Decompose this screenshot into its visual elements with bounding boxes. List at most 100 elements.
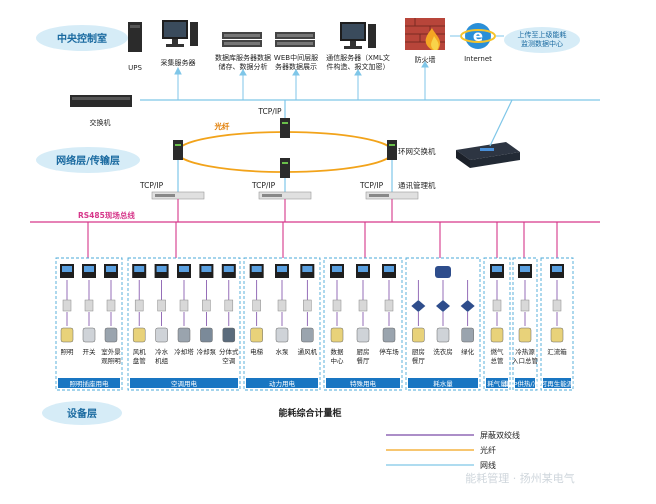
sub-meter-icon bbox=[492, 299, 502, 312]
upload-label-2: 监测数据中心 bbox=[521, 39, 563, 48]
valve-icon bbox=[411, 300, 426, 312]
legend-shielded-label: 屏蔽双绞线 bbox=[480, 430, 520, 440]
equipment-label: 室外景 bbox=[101, 347, 121, 356]
upload-label-1: 上传至上级能耗 bbox=[518, 30, 567, 39]
equipment-label: 总管 bbox=[491, 356, 505, 365]
equipment-label: 照明 bbox=[61, 348, 75, 356]
group-label-bar bbox=[58, 378, 120, 388]
equipment-icon bbox=[412, 327, 425, 343]
equipment-label: 空调 bbox=[222, 356, 235, 365]
equipment-icon bbox=[356, 327, 370, 343]
device-group-2: 电梯水泵通风机动力用电 bbox=[246, 264, 318, 388]
equipment-label: 电梯 bbox=[250, 347, 264, 356]
group-label-bar bbox=[326, 378, 400, 388]
sub-meter-icon bbox=[202, 299, 211, 312]
sub-meter-icon bbox=[157, 299, 166, 312]
fiber-ring-label: 光纤 bbox=[214, 121, 230, 131]
equipment-icon bbox=[132, 327, 146, 343]
equipment-label: 风机 bbox=[133, 347, 147, 356]
sub-meter-icon bbox=[106, 299, 116, 312]
web-server-label-2: 务器数据展示 bbox=[275, 62, 317, 71]
comm-server-label-2: 件构造、报文加密） bbox=[327, 62, 390, 71]
collector-server-icon bbox=[162, 20, 198, 47]
tcpip-left-label: TCP/IP bbox=[139, 181, 164, 190]
central-layer-label: 中央控制室 bbox=[57, 32, 107, 45]
device-items: 照明开关室外景观照明照明插座用电风机盘管冷水机组冷却塔冷却泵分体式空调空调用电电… bbox=[58, 264, 574, 388]
device-cabinet-title: 能耗综合计量柜 bbox=[278, 407, 341, 419]
network-layer-label: 网络层/传输层 bbox=[56, 154, 120, 167]
sub-meter-icon bbox=[84, 299, 94, 312]
equipment-label: 汇流箱 bbox=[547, 347, 567, 356]
ring-switch-label: 环网交换机 bbox=[398, 146, 436, 156]
equipment-label: 中心 bbox=[331, 356, 345, 365]
group-label: 集中供热/冷热 bbox=[504, 379, 546, 388]
equipment-icon bbox=[82, 327, 96, 343]
equipment-label: 水泵 bbox=[276, 347, 290, 356]
tcpip-mid-label: TCP/IP bbox=[251, 181, 276, 190]
equipment-label: 冷水 bbox=[155, 347, 169, 356]
upload-badge: 上传至上级能耗 监测数据中心 bbox=[504, 27, 580, 53]
equipment-label: 厨房 bbox=[412, 347, 425, 356]
equipment-icon bbox=[330, 327, 344, 343]
comm-manager-label: 通讯管理机 bbox=[398, 180, 436, 190]
water-meter-icon bbox=[435, 266, 451, 278]
firewall-icon bbox=[405, 18, 445, 50]
network-hub-icon bbox=[456, 142, 520, 168]
sub-meter-icon bbox=[224, 299, 234, 312]
internet-label: Internet bbox=[464, 55, 492, 63]
db-server-label-2: 储存、数据分析 bbox=[219, 62, 268, 71]
device-group-0: 照明开关室外景观照明照明插座用电 bbox=[58, 264, 121, 388]
switch-label: 交换机 bbox=[90, 118, 111, 127]
equipment-label: 燃气 bbox=[491, 347, 505, 356]
hub-uplink-line bbox=[489, 99, 513, 147]
group-label: 空调用电 bbox=[171, 379, 198, 388]
sub-meter-icon bbox=[384, 299, 394, 312]
sub-meter-icon bbox=[179, 299, 189, 312]
equipment-label: 绿化 bbox=[461, 347, 475, 356]
equipment-label: 分体式 bbox=[219, 347, 239, 356]
watermark-text: 能耗管理 · 扬州某电气 bbox=[465, 471, 575, 485]
equipment-icon bbox=[60, 327, 74, 343]
sub-meter-icon bbox=[62, 299, 72, 312]
ring-switch-top-icon bbox=[280, 118, 290, 138]
sub-meter-icon bbox=[134, 299, 144, 312]
web-server-icon bbox=[275, 32, 315, 47]
collector-server-label: 采集服务器 bbox=[161, 58, 196, 67]
firewall-label: 防火墙 bbox=[415, 55, 436, 64]
device-group-4: 厨房餐厅洗衣房绿化耗水量 bbox=[408, 266, 478, 388]
sub-meter-icon bbox=[358, 299, 368, 312]
equipment-icon bbox=[177, 327, 191, 343]
tcpip-top-label: TCP/IP bbox=[257, 107, 282, 116]
equipment-icon bbox=[382, 327, 396, 343]
equipment-icon bbox=[518, 327, 532, 343]
gateway-right-icon bbox=[365, 191, 419, 200]
equipment-label: 冷却塔 bbox=[174, 347, 194, 356]
comm-server-icon bbox=[340, 22, 376, 49]
equipment-icon bbox=[550, 327, 564, 343]
device-group-1: 风机盘管冷水机组冷却塔冷却泵分体式空调空调用电 bbox=[130, 264, 239, 388]
group-label-bar bbox=[408, 378, 478, 388]
equipment-icon bbox=[200, 327, 213, 343]
tcpip-right-label: TCP/IP bbox=[359, 181, 384, 190]
equipment-label: 洗衣房 bbox=[433, 347, 453, 356]
equipment-label: 通风机 bbox=[298, 347, 318, 356]
switch-icon bbox=[70, 95, 132, 107]
internet-icon: e bbox=[460, 23, 496, 49]
equipment-icon bbox=[222, 327, 236, 343]
ups-icon bbox=[128, 22, 142, 52]
sub-meter-icon bbox=[552, 299, 562, 312]
valve-icon bbox=[436, 300, 450, 312]
sub-meter-icon bbox=[252, 299, 261, 312]
group-label-bar bbox=[486, 378, 508, 388]
equipment-label: 厨房 bbox=[357, 347, 370, 356]
group-label: 耗水量 bbox=[433, 379, 453, 388]
equipment-label: 停车场 bbox=[379, 347, 399, 356]
sub-meter-icon bbox=[277, 299, 287, 312]
ring-switch-right-icon bbox=[387, 140, 397, 160]
ring-switch-left-icon bbox=[173, 140, 183, 160]
central-layer-badge: 中央控制室 bbox=[36, 25, 128, 51]
equipment-label: 冷却泵 bbox=[197, 347, 217, 356]
